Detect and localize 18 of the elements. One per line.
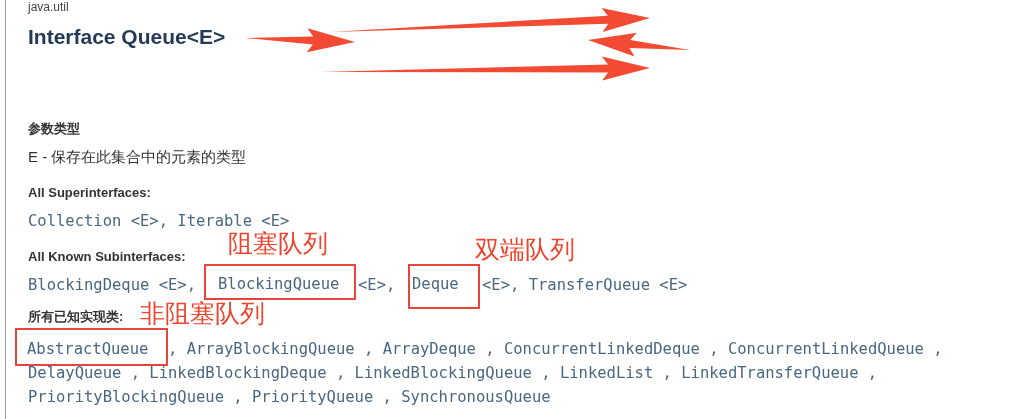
class-list: , ArrayBlockingQueue , ArrayDeque , ConcurrentLinkedDeque , ConcurrentLinkedQueue , (168, 340, 943, 358)
annotation-text: 双端队列 (475, 236, 575, 262)
section-heading: 参数类型 (28, 120, 80, 138)
annotation-text: 非阻塞队列 (140, 300, 265, 326)
page-title: Interface Queue<E> (28, 25, 226, 49)
type-name: Deque (412, 275, 459, 293)
type-parameter: <E>, (358, 276, 396, 294)
class-list: PriorityBlockingQueue , PriorityQueue , SynchronousQueue (28, 388, 551, 406)
parameter-description: E - 保存在此集合中的元素的类型 (28, 148, 247, 167)
section-heading: All Superinterfaces: (28, 185, 151, 200)
section-heading: All Known Subinterfaces: (28, 249, 186, 264)
type-name: AbstractQueue (27, 340, 149, 358)
type-list: Collection <E>, Iterable <E> (28, 212, 290, 230)
package-name: java.util (28, 0, 69, 14)
annotation-text: 阻塞队列 (228, 230, 328, 256)
class-list: DelayQueue , LinkedBlockingDeque , LinkedBlockingQueue , LinkedList , LinkedTransferQueue , (28, 364, 878, 382)
type-name: BlockingQueue (218, 275, 340, 293)
type-name: BlockingDeque <E>, (28, 276, 196, 294)
